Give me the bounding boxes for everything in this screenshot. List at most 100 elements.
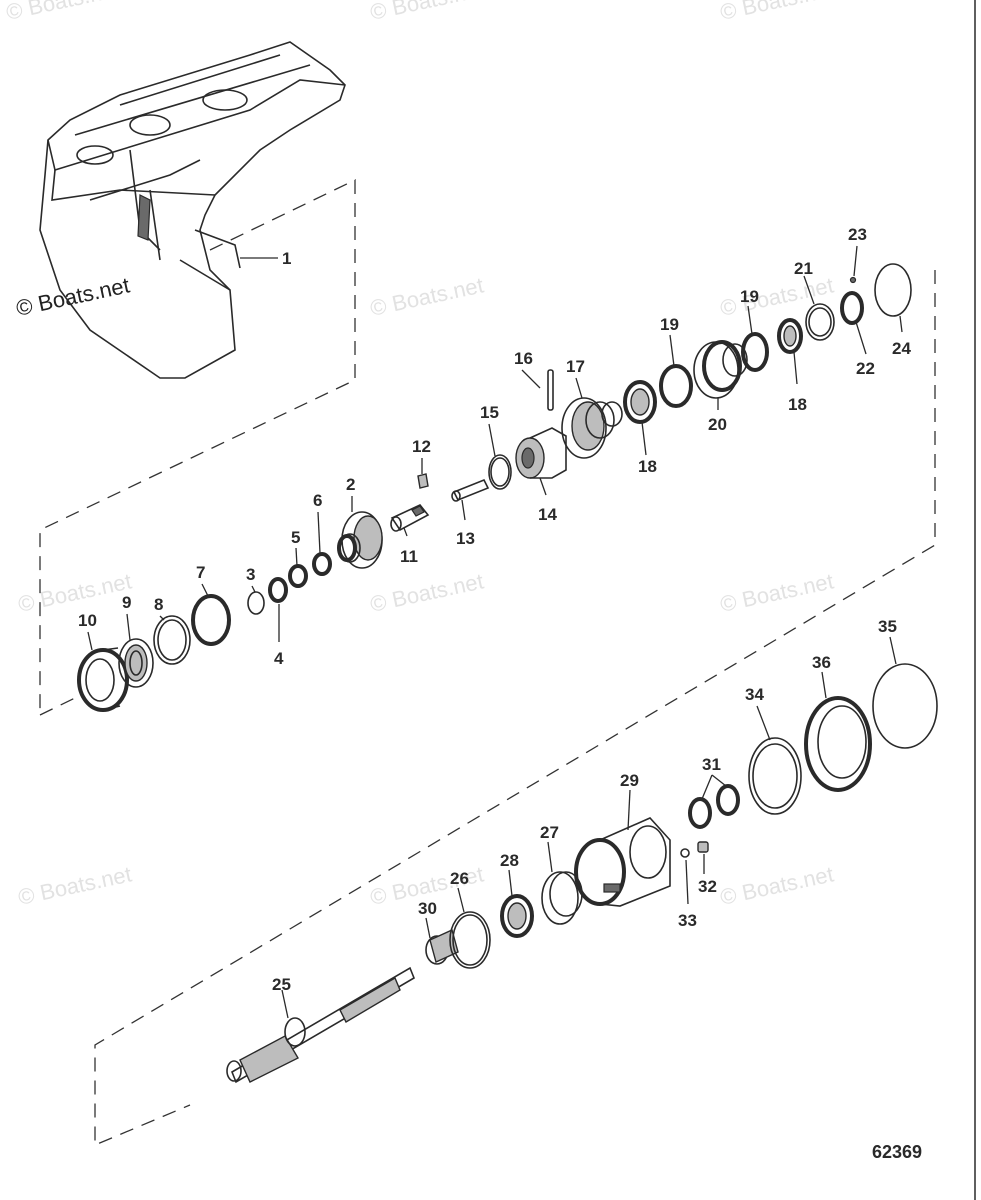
cover-nut-36 <box>804 696 872 792</box>
callout-26: 26 <box>450 869 469 888</box>
callout-2: 2 <box>346 475 355 494</box>
washer-21 <box>805 303 835 341</box>
clutch-14 <box>515 427 567 479</box>
watermark: © Boats.net <box>718 272 836 320</box>
callout-4: 4 <box>274 649 284 668</box>
callout-14: 14 <box>538 505 557 524</box>
watermark: © Boats.net <box>4 0 122 25</box>
watermark: © Boats.net <box>16 861 134 909</box>
ring-19a <box>659 364 693 408</box>
callout-labels: 1 2 3 4 5 6 7 8 9 10 11 12 13 14 15 16 1… <box>78 225 911 994</box>
washer-6 <box>312 552 332 576</box>
callout-13: 13 <box>456 529 475 548</box>
callout-31: 31 <box>702 755 721 774</box>
ring-4 <box>268 577 288 603</box>
callout-17: 17 <box>566 357 585 376</box>
callout-10: 10 <box>78 611 97 630</box>
bearing-housing-20 <box>693 340 748 399</box>
ball-23 <box>849 276 857 284</box>
watermark: © Boats.net <box>718 861 836 909</box>
callout-18a: 18 <box>638 457 657 476</box>
watermark: © Boats.net <box>16 568 134 616</box>
reverse-gear-17 <box>561 397 623 459</box>
callout-30: 30 <box>418 899 437 918</box>
callout-7: 7 <box>196 563 205 582</box>
callout-6: 6 <box>313 491 322 510</box>
callout-22: 22 <box>856 359 875 378</box>
pin-12 <box>417 473 429 489</box>
callout-19a: 19 <box>660 315 679 334</box>
ring-8 <box>153 615 191 665</box>
fitting-32 <box>697 841 709 853</box>
callout-9: 9 <box>122 593 131 612</box>
washer-21-inner <box>808 307 832 337</box>
callout-29: 29 <box>620 771 639 790</box>
callout-36: 36 <box>812 653 831 672</box>
ring-15-inner <box>490 457 510 487</box>
callout-32: 32 <box>698 877 717 896</box>
callout-5: 5 <box>291 528 300 547</box>
ring-19b <box>741 332 769 372</box>
seal-31b <box>716 784 740 816</box>
callout-21: 21 <box>794 259 813 278</box>
parts <box>77 263 938 1084</box>
leader-lines <box>87 245 903 1019</box>
ring-7 <box>191 594 231 646</box>
callout-28: 28 <box>500 851 519 870</box>
ring-8-inner <box>157 619 187 661</box>
callout-33: 33 <box>678 911 697 930</box>
callout-15: 15 <box>480 403 499 422</box>
bushing-30-body <box>429 929 459 963</box>
callout-12: 12 <box>412 437 431 456</box>
callout-20: 20 <box>708 415 727 434</box>
callout-19b: 19 <box>740 287 759 306</box>
watermark: © Boats.net <box>368 272 486 320</box>
bearing-carrier-29 <box>574 817 671 907</box>
watermark: © Boats.net <box>718 0 836 25</box>
seal-31a <box>688 797 712 829</box>
callout-11: 11 <box>400 547 418 566</box>
callout-25: 25 <box>272 975 291 994</box>
callout-3: 3 <box>246 565 255 584</box>
nut-22 <box>840 291 864 325</box>
callout-24: 24 <box>892 339 911 358</box>
cam-follower-11 <box>390 504 430 532</box>
callout-16: 16 <box>514 349 533 368</box>
o-ring-26 <box>449 911 491 969</box>
bearing-cup-10 <box>77 647 129 712</box>
bearing-18a <box>623 380 657 424</box>
tab-washer-34 <box>748 737 802 815</box>
bearing-18a-inner <box>630 388 650 416</box>
forward-gear-2 <box>337 511 383 569</box>
o-ring-26-inner <box>452 914 488 966</box>
part-33 <box>680 848 690 858</box>
propeller-shaft-25 <box>226 966 415 1084</box>
callout-1: 1 <box>282 249 291 268</box>
bearing-28-inner <box>507 902 527 930</box>
spring-13 <box>451 478 490 502</box>
figure-number: 62369 <box>872 1142 922 1162</box>
snap-ring-3 <box>247 591 265 615</box>
callout-27: 27 <box>540 823 559 842</box>
needle-bearing-9 <box>118 638 154 688</box>
gear-housing-drawing <box>39 41 346 379</box>
bearing-28 <box>500 894 534 938</box>
ring-15 <box>488 454 512 490</box>
watermark: © Boats.net <box>718 568 836 616</box>
cup-27 <box>541 871 579 925</box>
callout-18b: 18 <box>788 395 807 414</box>
pin-16 <box>547 369 554 411</box>
callout-23: 23 <box>848 225 867 244</box>
callout-8: 8 <box>154 595 163 614</box>
washer-5 <box>288 564 308 588</box>
watermark: © Boats.net <box>368 0 486 25</box>
callout-35: 35 <box>878 617 897 636</box>
callout-34: 34 <box>745 685 764 704</box>
dashed-frame <box>39 178 936 1146</box>
watermark: © Boats.net <box>368 568 486 616</box>
ring-24 <box>874 263 912 317</box>
watermark: © Boats.net <box>14 272 132 320</box>
bearing-18b <box>777 318 803 354</box>
ring-35 <box>872 663 938 749</box>
